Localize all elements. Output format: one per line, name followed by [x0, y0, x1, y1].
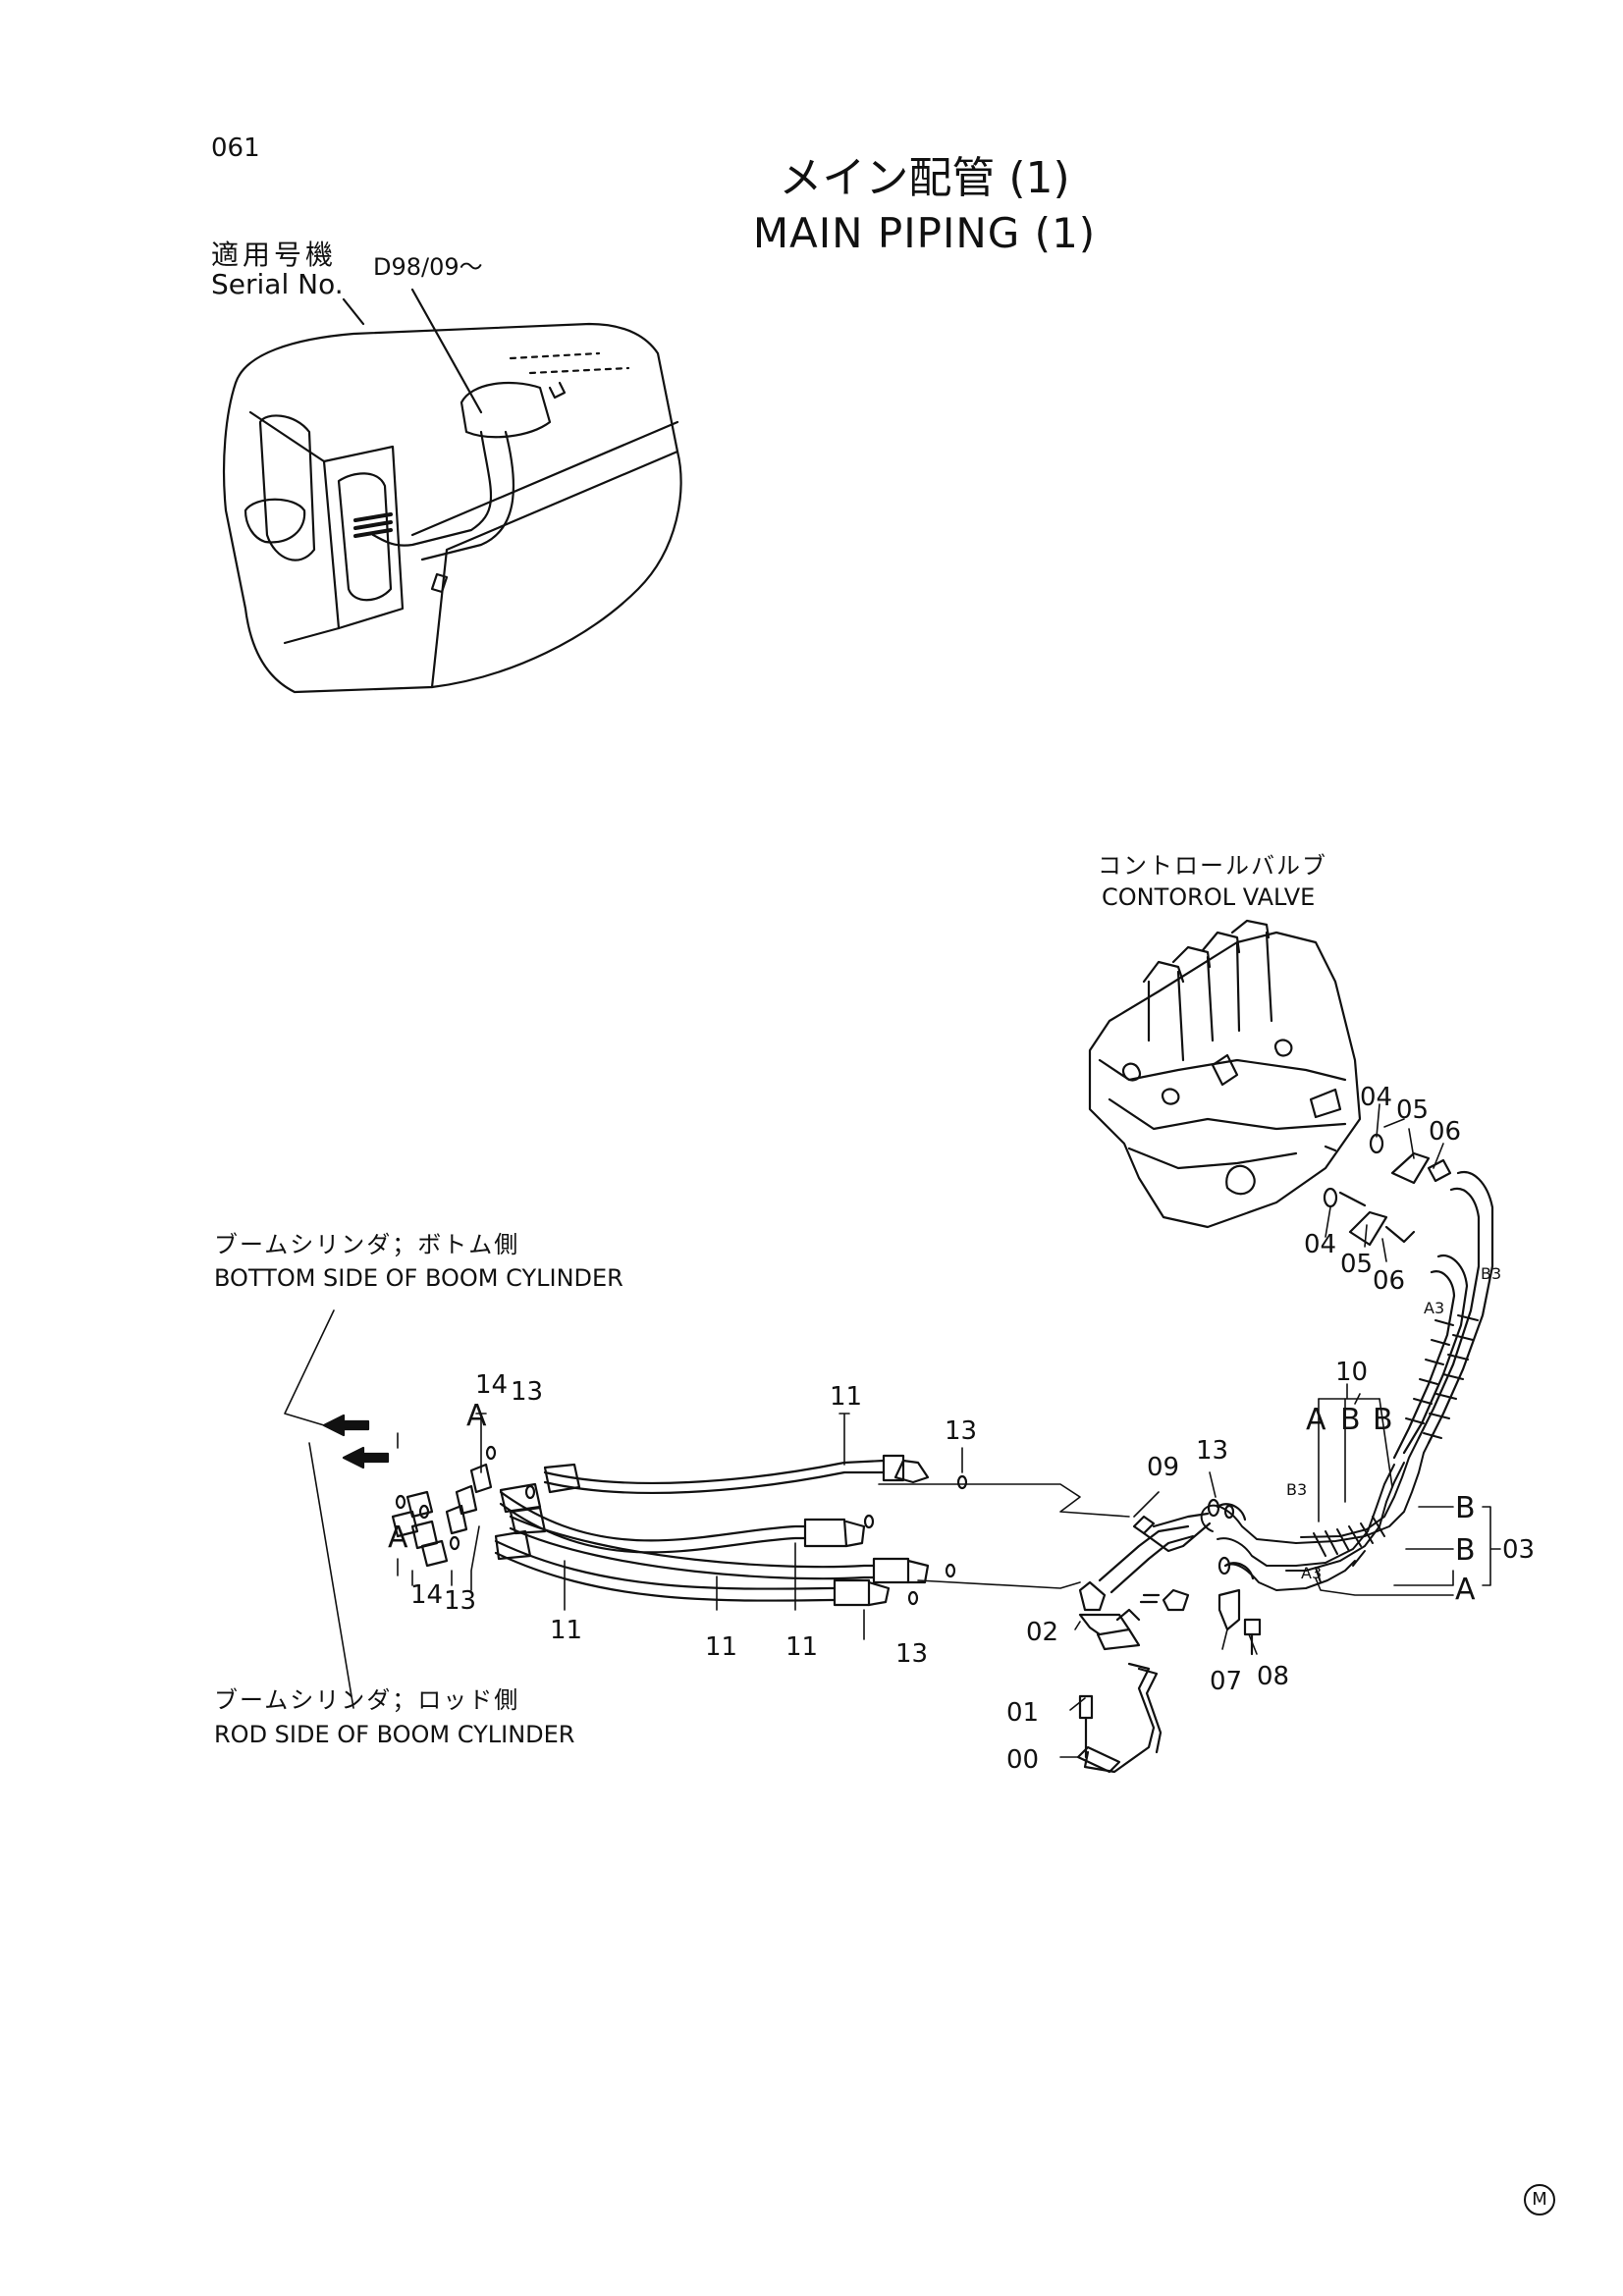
part-14-top: 14 — [475, 1370, 509, 1400]
page-number: 061 — [211, 133, 260, 163]
part-00: 00 — [1006, 1745, 1040, 1775]
leader-lines — [284, 1103, 1501, 1758]
port-letter-b-03a: B — [1455, 1491, 1476, 1525]
serial-label-jp: 適用号機 — [211, 239, 338, 271]
control-valve — [1088, 919, 1362, 1229]
port-letter-a-bottom: A — [388, 1521, 408, 1555]
control-valve-label-en: CONTOROL VALVE — [1102, 883, 1316, 911]
part-04-lower: 04 — [1304, 1230, 1337, 1259]
part-13-bottom: 13 — [895, 1639, 929, 1669]
part-11-top: 11 — [830, 1382, 863, 1412]
part-05-lower: 05 — [1340, 1250, 1374, 1279]
part-14-bottom: 14 — [410, 1580, 444, 1610]
port-b3-upper: B3 — [1481, 1264, 1502, 1283]
port-a3-upper: A3 — [1424, 1299, 1445, 1317]
port-letter-b-10b: B — [1373, 1403, 1393, 1437]
bracket-assembly — [1076, 1588, 1262, 1774]
part-08: 08 — [1257, 1662, 1290, 1691]
part-11-middle: 11 — [705, 1632, 738, 1662]
serial-leader-lines — [342, 288, 483, 414]
control-valve-label-jp: コントロールバルブ — [1098, 852, 1327, 880]
part-05-upper: 05 — [1396, 1095, 1430, 1125]
serial-range: D98/09～ — [373, 253, 483, 281]
valve-flanges — [1323, 1133, 1494, 1460]
bottom-side-label-en: BOTTOM SIDE OF BOOM CYLINDER — [214, 1264, 623, 1292]
part-07: 07 — [1210, 1667, 1243, 1696]
part-03: 03 — [1502, 1535, 1536, 1565]
direction-arrows — [322, 1414, 390, 1469]
port-letter-a-10: A — [1306, 1403, 1326, 1437]
page-title-en: MAIN PIPING (1) — [752, 209, 1097, 257]
port-letter-b-03b: B — [1455, 1533, 1476, 1568]
serial-label-en: Serial No. — [211, 268, 344, 300]
left-end-fittings — [391, 1445, 1235, 1606]
fittings-right — [1078, 1498, 1255, 1612]
machine-overview — [222, 322, 682, 694]
rod-side-label-jp: ブームシリンダ；ロッド側 — [214, 1686, 520, 1714]
part-04-upper: 04 — [1360, 1083, 1393, 1112]
part-10: 10 — [1335, 1358, 1369, 1387]
rod-side-label-en: ROD SIDE OF BOOM CYLINDER — [214, 1721, 575, 1748]
part-02: 02 — [1026, 1618, 1059, 1647]
part-13-right: 13 — [1196, 1436, 1229, 1466]
part-06-upper: 06 — [1429, 1117, 1462, 1147]
part-06-lower: 06 — [1373, 1266, 1406, 1296]
part-11-left: 11 — [550, 1616, 583, 1645]
port-letter-a-03: A — [1455, 1573, 1476, 1607]
port-a3-lower: A3 — [1301, 1564, 1323, 1582]
part-11-right: 11 — [785, 1632, 819, 1662]
port-letter-a-top: A — [466, 1399, 487, 1433]
part-01: 01 — [1006, 1698, 1040, 1728]
part-13-left-top: 13 — [511, 1377, 544, 1407]
hoses-11 — [494, 1454, 930, 1607]
manufacturer-mark: M — [1524, 2184, 1555, 2216]
port-b3-lower: B3 — [1286, 1480, 1308, 1499]
part-13-left-bottom: 13 — [444, 1586, 477, 1616]
port-letter-b-10a: B — [1340, 1403, 1361, 1437]
part-09: 09 — [1147, 1453, 1180, 1482]
part-13-top: 13 — [945, 1416, 978, 1446]
hose-bundle-10 — [1200, 1314, 1479, 1591]
page-title-jp: メイン配管 (1) — [779, 153, 1070, 203]
bottom-side-label-jp: ブームシリンダ；ボトム側 — [214, 1231, 520, 1258]
